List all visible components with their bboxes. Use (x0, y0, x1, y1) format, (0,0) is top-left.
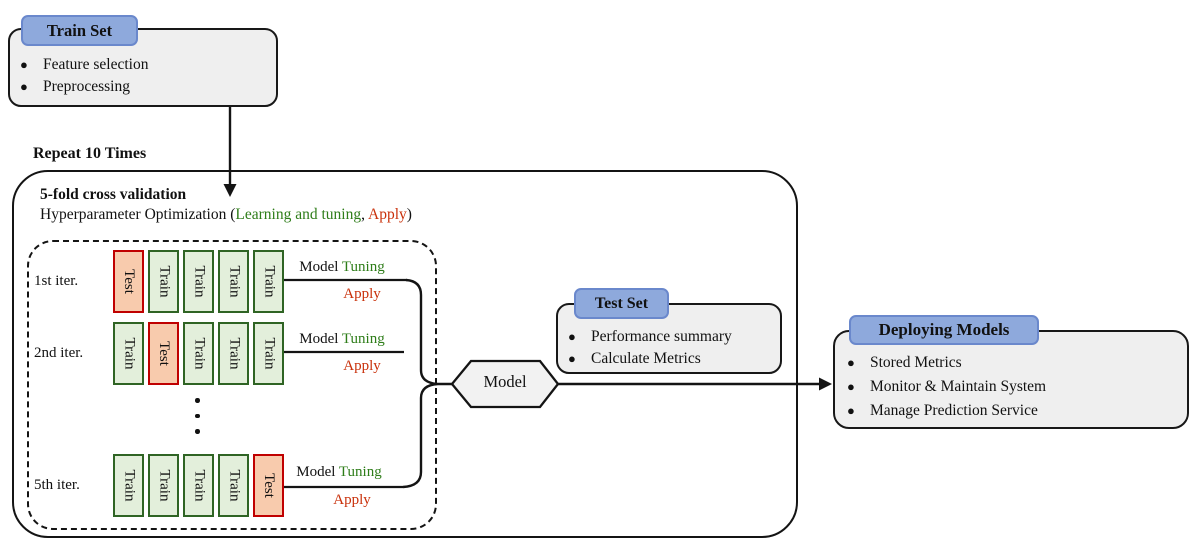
fold-cell-test: Test (253, 454, 284, 517)
list-item: ● Feature selection (20, 54, 148, 76)
deploying-models-tab: Deploying Models (849, 315, 1039, 345)
bullet-icon: ● (20, 78, 28, 94)
iteration-label: 2nd iter. (34, 345, 84, 361)
test-set-tab: Test Set (574, 288, 669, 319)
row-apply-label: Apply (343, 286, 381, 302)
cv-row-5: 5th iter. Train Train Train Train Test (0, 454, 437, 517)
fold-cell-train: Train (183, 322, 214, 385)
row-apply-label: Apply (333, 492, 371, 508)
fold-cell-train: Train (218, 250, 249, 313)
fold-cell-train: Train (113, 322, 144, 385)
fold-cell-train: Train (218, 454, 249, 517)
cv-row-2: 2nd iter. Train Test Train Train Train (0, 322, 437, 385)
list-item: ● Monitor & Maintain System (847, 375, 1046, 399)
list-item: ● Preprocessing (20, 76, 148, 98)
cv-title: 5-fold cross validation (40, 186, 187, 203)
row-output-label: Model Tuning (286, 259, 398, 276)
list-item: ● Performance summary (568, 326, 732, 348)
list-item: ● Manage Prediction Service (847, 399, 1046, 423)
fold-cells: Train Train Train Train Test (113, 454, 284, 517)
tuning-text: Tuning (338, 464, 382, 480)
repeat-label: Repeat 10 Times (33, 145, 147, 162)
fold-cell-train: Train (148, 250, 179, 313)
train-set-tab: Train Set (21, 15, 138, 46)
iteration-label: 1st iter. (34, 273, 79, 289)
tuning-text: Tuning (341, 331, 385, 347)
deploying-models-title: Deploying Models (878, 320, 1010, 339)
fold-cell-train: Train (253, 322, 284, 385)
tuning-text: Tuning (341, 259, 385, 275)
deploy-item: Monitor & Maintain System (870, 378, 1047, 395)
fold-cell-train: Train (113, 454, 144, 517)
cv-subtitle-red: Apply (368, 206, 407, 223)
test-set-item: Calculate Metrics (591, 349, 701, 367)
fold-cells: Test Train Train Train Train (113, 250, 284, 313)
deploy-item: Stored Metrics (870, 354, 962, 371)
model-node-label: Model (483, 372, 527, 391)
fold-cell-train: Train (183, 454, 214, 517)
row-output-label: Model Tuning (286, 331, 398, 348)
train-set-item: Preprocessing (43, 77, 130, 95)
deploying-models-box (833, 330, 1189, 429)
cv-row-1: 1st iter. Test Train Train Train Train (0, 250, 437, 313)
train-set-item: Feature selection (43, 56, 149, 73)
bullet-icon: ● (568, 329, 576, 344)
fold-cell-train: Train (218, 322, 249, 385)
fold-cell-test: Test (113, 250, 144, 313)
iteration-label: 5th iter. (34, 477, 80, 493)
bullet-icon: ● (847, 379, 855, 394)
cv-subtitle-comma: , (361, 206, 369, 223)
list-item: ● Stored Metrics (847, 351, 1046, 375)
train-set-bullets: ● Feature selection ● Preprocessing (20, 54, 148, 97)
model-text: Model (296, 464, 339, 480)
cv-subtitle-green: Learning and tuning (235, 206, 362, 223)
row-apply-label: Apply (343, 358, 381, 374)
cv-subtitle-prefix: Hyperparameter Optimization ( (40, 206, 236, 223)
fold-cell-train: Train (148, 454, 179, 517)
fold-cell-test: Test (148, 322, 179, 385)
bullet-icon: ● (568, 350, 576, 366)
row-output-label: Model Tuning (283, 464, 395, 481)
model-text: Model (299, 331, 342, 347)
bullet-icon: ● (847, 403, 855, 418)
bullet-icon: ● (20, 57, 28, 72)
ellipsis-dots (195, 398, 200, 434)
cv-subtitle-suffix: ) (406, 206, 412, 223)
cv-subtitle: Hyperparameter Optimization (Learning an… (40, 206, 412, 224)
bullet-icon: ● (847, 355, 855, 370)
model-text: Model (299, 259, 342, 275)
fold-cell-train: Train (183, 250, 214, 313)
deploy-item: Manage Prediction Service (870, 402, 1038, 419)
test-set-bullets: ● Performance summary ● Calculate Metric… (568, 326, 732, 369)
test-set-item: Performance summary (591, 328, 732, 345)
list-item: ● Calculate Metrics (568, 348, 732, 370)
repeat-container-box (12, 170, 798, 538)
deploying-models-bullets: ● Stored Metrics ● Monitor & Maintain Sy… (847, 351, 1046, 423)
test-set-title: Test Set (594, 294, 649, 312)
fold-cells: Train Test Train Train Train (113, 322, 284, 385)
train-set-title: Train Set (46, 20, 113, 40)
fold-cell-train: Train (253, 250, 284, 313)
